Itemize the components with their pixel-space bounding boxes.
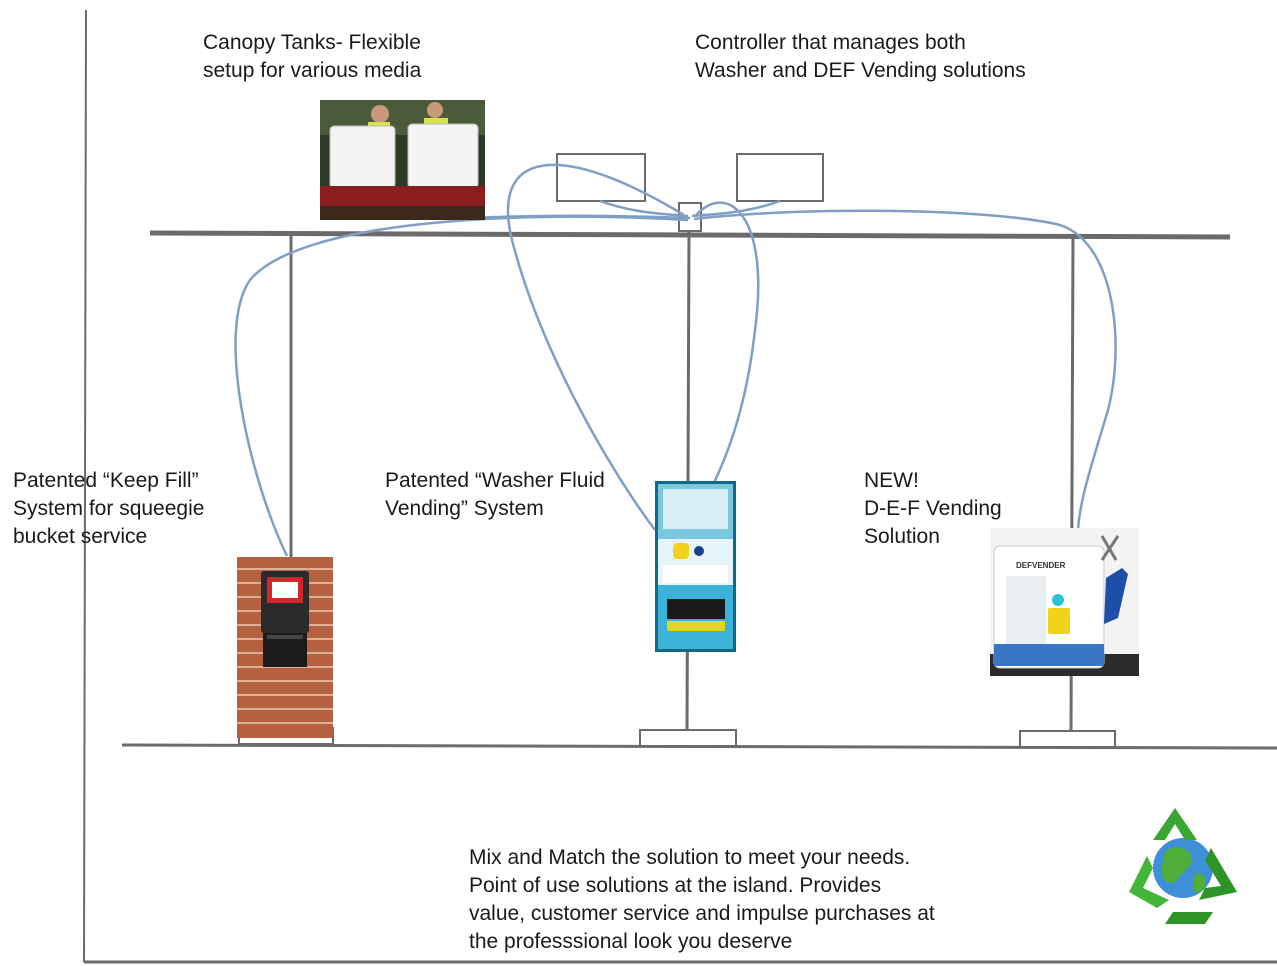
def-vender-brand: DEFVENDER: [1016, 561, 1066, 570]
controller-box-right: [736, 153, 824, 202]
def-vender-photo: DEFVENDER: [990, 528, 1139, 676]
hose-loop-washer-b: [695, 201, 760, 486]
frame-left-line: [83, 9, 87, 963]
canopy-tanks-label: Canopy Tanks- Flexible setup for various…: [203, 31, 422, 82]
footer-description: Mix and Match the solution to meet your …: [469, 846, 935, 953]
recycle-globe-icon: [1113, 800, 1253, 930]
canopy-tanks-photo: [320, 100, 485, 220]
base-pad-center: [639, 729, 737, 747]
hose-box-left-to-hub: [599, 199, 689, 218]
hose-to-def: [693, 209, 1117, 531]
hose-box-right-to-hub: [691, 199, 781, 218]
hoses: [234, 163, 1117, 557]
washer-fluid-vending-photo: [655, 481, 736, 652]
controller-box-left: [556, 153, 646, 202]
hose-loop-washer-a: [506, 163, 685, 531]
washer-fluid-label: Patented “Washer Fluid Vending” System: [385, 469, 605, 520]
hose-to-keep-fill: [234, 215, 689, 557]
post-center: [685, 229, 691, 731]
base-pad-right: [1019, 730, 1116, 748]
keep-fill-label: Patented “Keep Fill” System for squeegie…: [13, 469, 205, 548]
controller-label: Controller that manages both Washer and …: [695, 31, 1026, 82]
def-vending-label: NEW! D-E-F Vending Solution: [864, 469, 1002, 548]
keep-fill-photo: [237, 557, 333, 738]
